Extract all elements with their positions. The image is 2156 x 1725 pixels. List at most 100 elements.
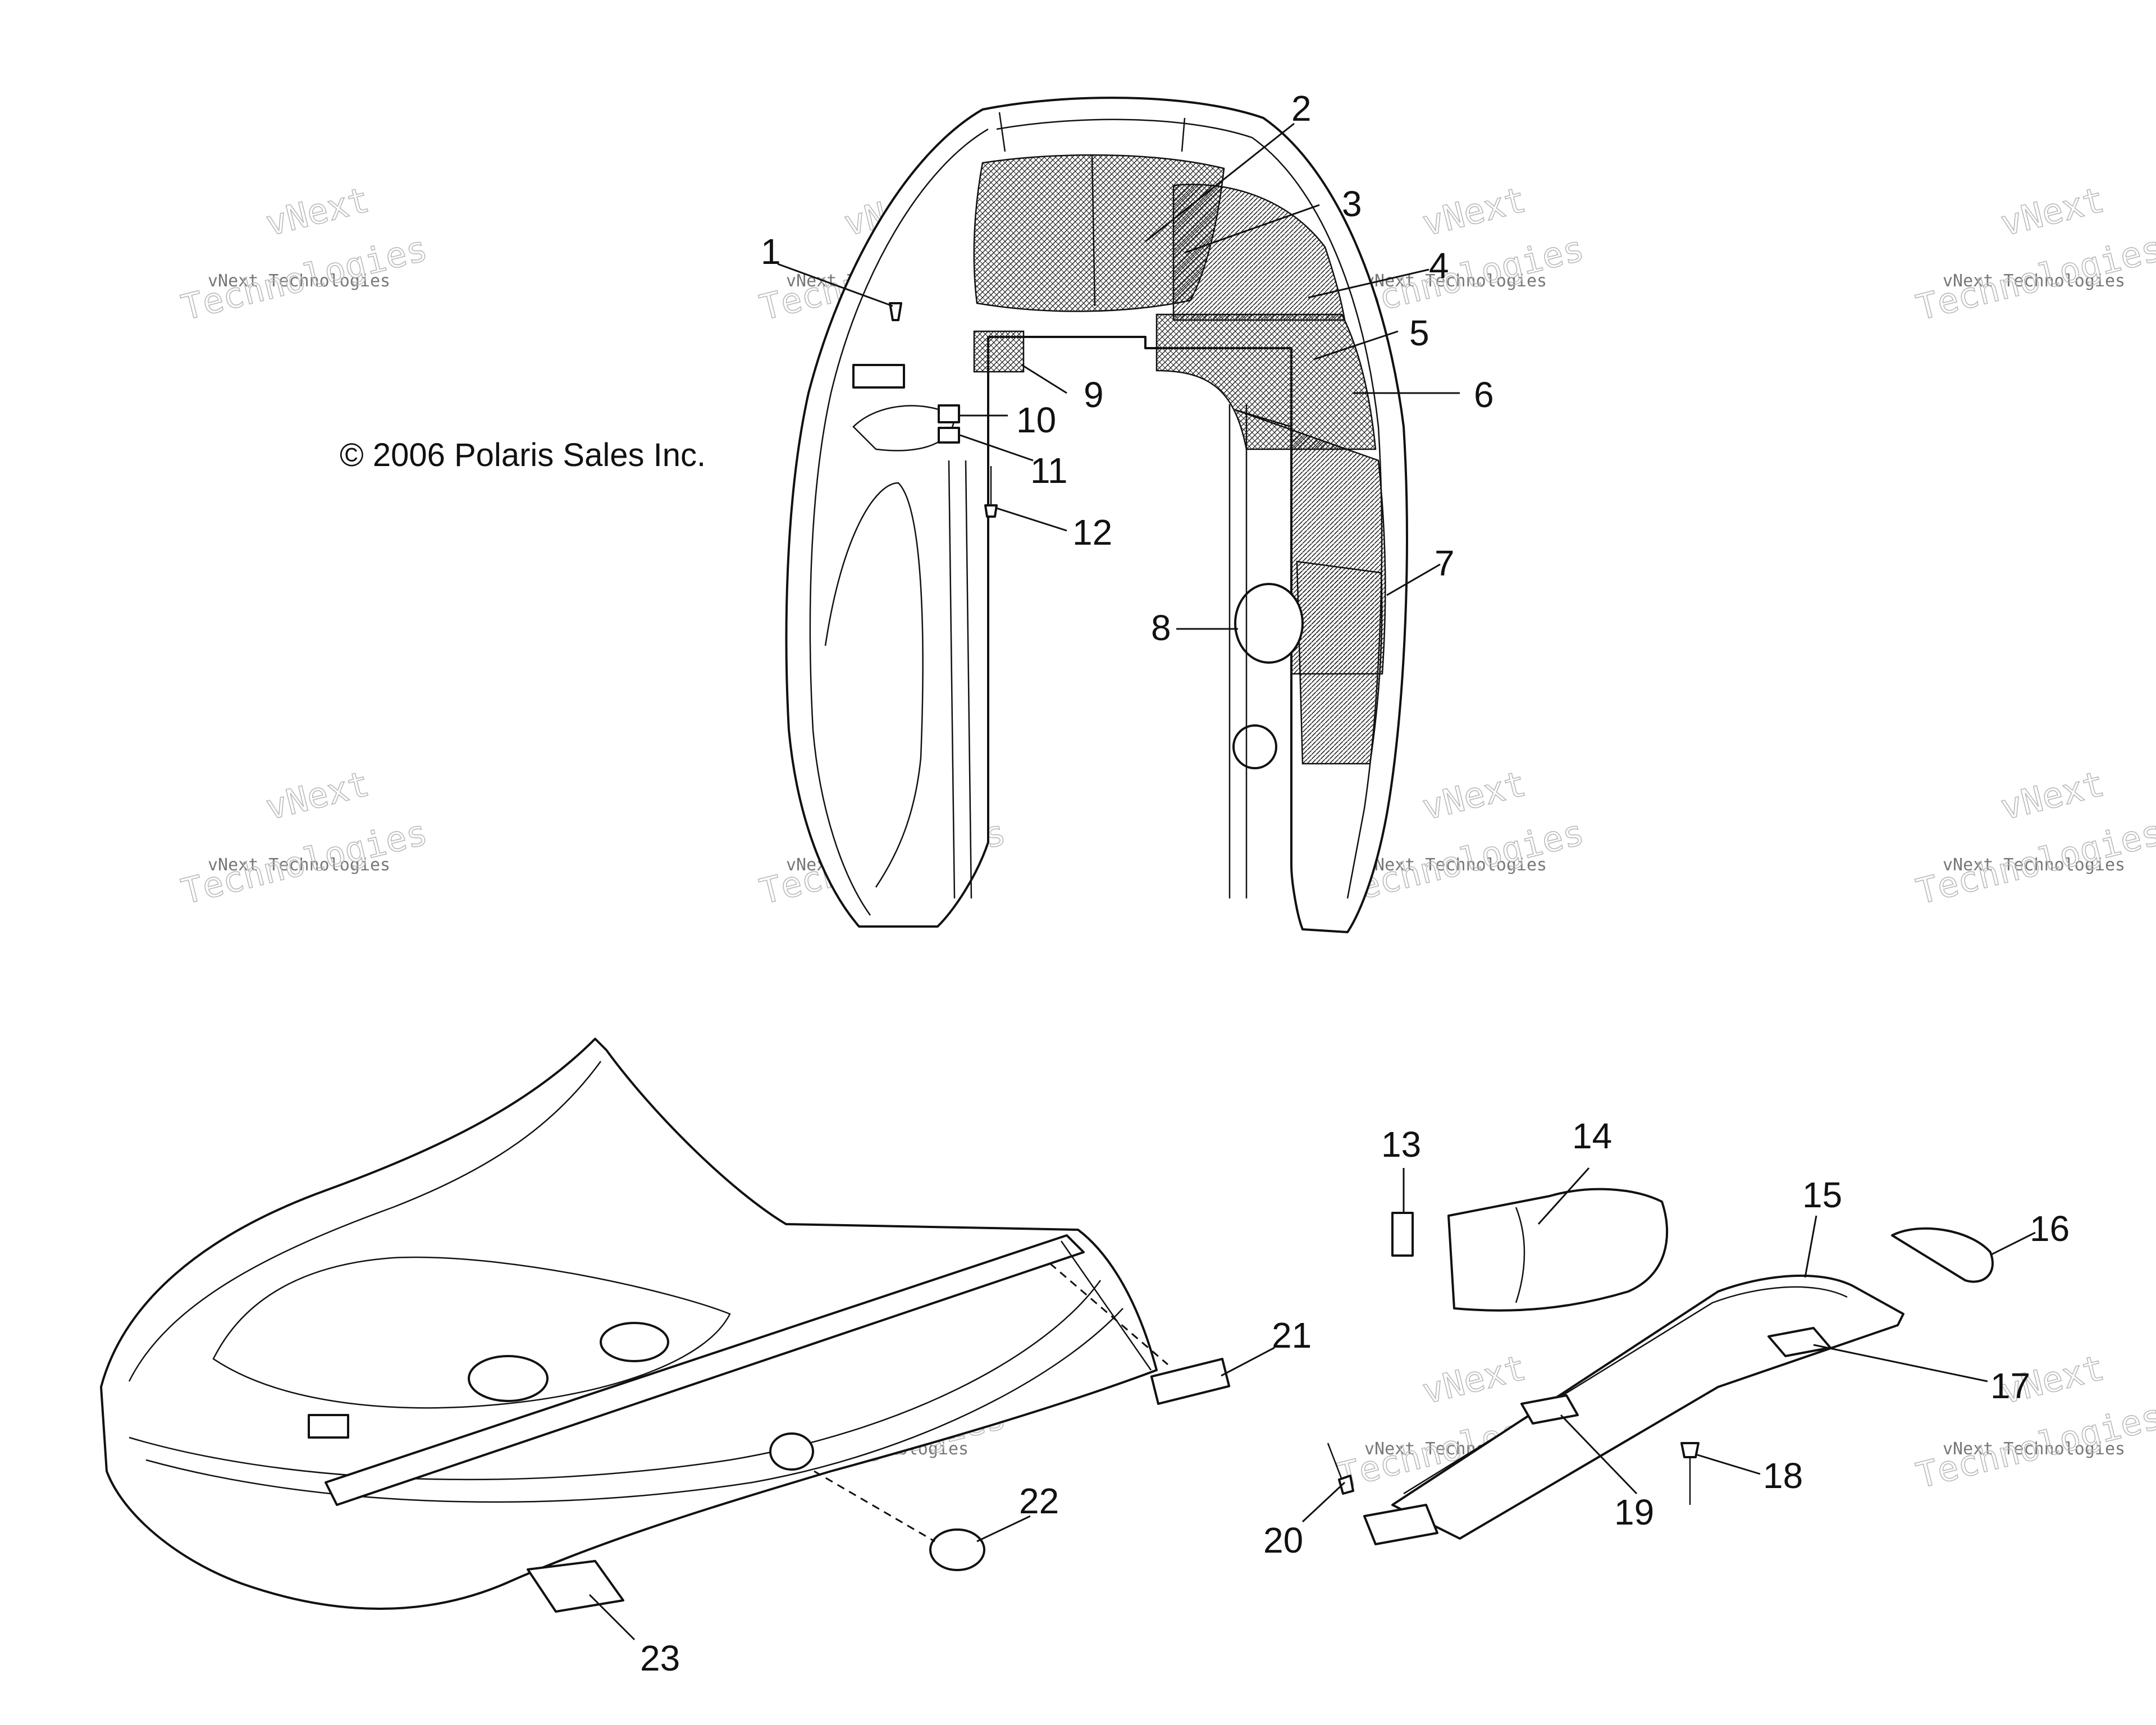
callout-7: 7	[1435, 543, 1455, 583]
push-rivet-1	[889, 302, 902, 321]
drain-plug	[1232, 724, 1277, 769]
callout-10: 10	[1016, 400, 1056, 440]
leader-16	[1990, 1231, 2036, 1256]
callout-20: 20	[1263, 1520, 1303, 1560]
callout-1: 1	[761, 231, 781, 272]
watermark: vNext vNext Technologies Technologies	[1912, 179, 2156, 329]
leader-7	[1386, 563, 1441, 596]
storage-cup	[1234, 583, 1304, 664]
hull-cup-left	[468, 1355, 549, 1402]
left-rail	[948, 460, 956, 899]
screw-18-head	[1680, 1442, 1700, 1458]
hull-bracket	[308, 1414, 349, 1439]
reflector-13	[1391, 1212, 1414, 1257]
plate-23	[527, 1560, 624, 1613]
callout-9: 9	[1084, 375, 1104, 415]
leader-5	[1313, 330, 1399, 360]
windshield-rib	[1091, 154, 1096, 307]
hood-inner-rim-left	[809, 128, 989, 916]
leader-11	[960, 434, 1034, 462]
callout-11: 11	[1030, 450, 1067, 491]
side-rail	[325, 1234, 1085, 1506]
callout-13: 13	[1381, 1124, 1421, 1165]
leader-14	[1537, 1167, 1590, 1225]
callout-19: 19	[1614, 1492, 1654, 1532]
watermark: vNext vNext Technologies Technologies	[1912, 1347, 2156, 1497]
latch-11	[938, 427, 960, 444]
hull-port-22	[769, 1432, 814, 1471]
latch-10	[938, 404, 960, 423]
seat-outline	[212, 1256, 731, 1409]
rear-bumper-15-edge	[1403, 1286, 1848, 1495]
callout-15: 15	[1802, 1175, 1842, 1215]
watermark-vnext: vNext	[1997, 179, 2108, 244]
left-seat-outline	[824, 482, 924, 888]
leader-1	[777, 263, 893, 307]
callout-21: 21	[1272, 1315, 1312, 1356]
tie-down-16	[1891, 1227, 1994, 1283]
air-intake-14-detail	[1515, 1207, 1525, 1303]
right-panel-mid	[1155, 313, 1377, 450]
plug-22-guide	[814, 1470, 935, 1543]
deck-rim	[128, 1061, 602, 1382]
leader-9	[1021, 364, 1067, 394]
leader-18	[1695, 1453, 1761, 1475]
leader-17	[1813, 1344, 1988, 1382]
plug-22	[929, 1528, 985, 1571]
watermark-vnext: vNext	[262, 179, 373, 244]
watermark-caption: vNext Technologies	[1943, 1439, 2125, 1459]
watermark-caption: vNext Technologies	[1943, 271, 2125, 291]
callout-labels: 1 2 3 4 5 6 7 8 9 10 11 12 13 14 15 16 1…	[640, 88, 2070, 1678]
callout-22: 22	[1019, 1481, 1059, 1521]
watermark-vnext: vNext	[1418, 179, 1530, 244]
watermark-caption: vNext Technologies	[208, 855, 390, 875]
watermark-vnext: vNext	[1418, 763, 1530, 828]
mount-bracket	[852, 364, 905, 389]
leader-3	[1184, 204, 1320, 254]
hull-assembly	[100, 1038, 1158, 1610]
watermark-caption: vNext Technologies	[1364, 271, 1547, 291]
callout-8: 8	[1151, 608, 1171, 648]
watermark-vnext: vNext	[1418, 1347, 1530, 1412]
watermark-caption: vNext Technologies	[208, 271, 390, 291]
watermark-caption: vNext Technologies	[1364, 855, 1547, 875]
right-side-decal	[1296, 560, 1383, 765]
leader-4	[1308, 268, 1429, 299]
decal-19	[1520, 1394, 1579, 1425]
leader-23	[588, 1594, 636, 1641]
watermark: vNext vNext Technologies Technologies	[177, 179, 432, 329]
air-intake-14	[1447, 1188, 1669, 1312]
callout-2: 2	[1291, 88, 1312, 129]
screw-20-shank	[1327, 1443, 1343, 1480]
callout-4: 4	[1429, 245, 1449, 286]
screw-20-head	[1338, 1475, 1354, 1495]
callout-6: 6	[1474, 375, 1494, 415]
leader-12	[996, 507, 1067, 532]
leader-19	[1560, 1414, 1638, 1495]
callout-18: 18	[1763, 1455, 1803, 1496]
watermark: vNext vNext Technologies Technologies	[1912, 763, 2156, 913]
rear-parts-assembly	[1327, 1188, 1994, 1545]
callout-17: 17	[1990, 1366, 2030, 1406]
watermark-vnext: vNext	[1997, 763, 2108, 828]
watermark: vNext vNext Technologies Technologies	[177, 763, 432, 913]
leader-2	[1145, 122, 1295, 243]
hull-gunwale	[129, 1280, 1102, 1481]
front-hinge-right	[1181, 117, 1186, 152]
callout-3: 3	[1342, 184, 1362, 224]
left-rail-2	[965, 460, 972, 899]
callout-14: 14	[1572, 1116, 1612, 1156]
callout-5: 5	[1409, 313, 1429, 353]
watermark-caption: vNext Technologies	[1943, 855, 2125, 875]
reflector-21	[1150, 1358, 1231, 1405]
screw-12-head	[984, 504, 998, 518]
leader-20	[1301, 1481, 1346, 1523]
hull-gunwale-2	[145, 1308, 1123, 1503]
watermark-vnext: vNext	[262, 763, 373, 828]
callout-16: 16	[2030, 1208, 2070, 1249]
hull-cup-right	[600, 1322, 669, 1362]
hinge-plate	[1363, 1504, 1438, 1545]
callout-12: 12	[1072, 512, 1112, 553]
copyright-notice: © 2006 Polaris Sales Inc.	[340, 437, 706, 473]
